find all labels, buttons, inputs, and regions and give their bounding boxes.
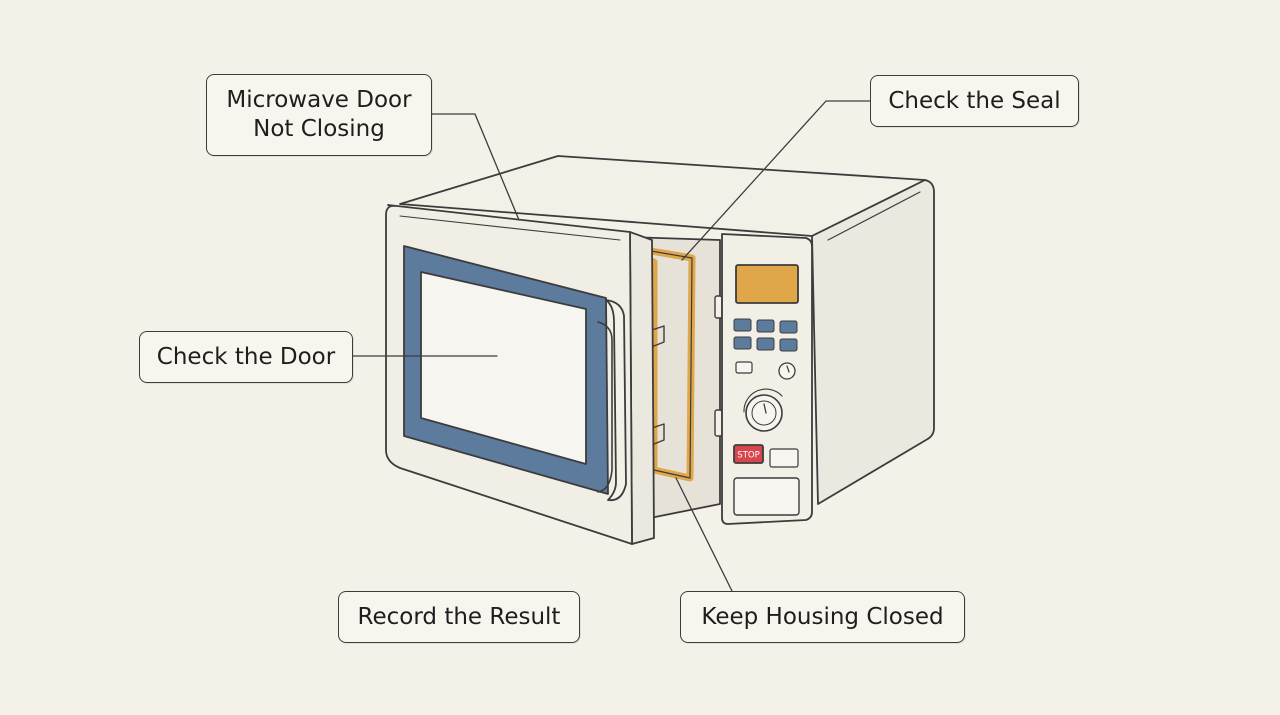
start-button <box>769 448 799 468</box>
title-line-2: Not Closing <box>253 116 385 142</box>
interlock-slot-lower <box>714 409 723 437</box>
interlock-slot-upper <box>714 295 723 319</box>
keep-housing-label: Keep Housing Closed <box>701 603 944 630</box>
leader-seal <box>681 100 871 261</box>
door-window-glass <box>420 271 587 465</box>
check-door-callout: Check the Door <box>139 331 353 383</box>
record-result-label: Record the Result <box>357 603 561 630</box>
stop-button-label: STOP <box>737 451 759 461</box>
cabinet-side-contour <box>827 191 921 241</box>
timer-dial <box>745 394 783 432</box>
leader-housing <box>675 477 733 592</box>
small-knob <box>778 362 796 380</box>
control-display <box>735 264 799 304</box>
door-release-button <box>733 477 800 516</box>
door-handle <box>605 299 627 502</box>
latch-hook-lower <box>651 423 665 445</box>
stop-button <box>733 444 764 464</box>
title-line-1: Microwave Door <box>226 87 412 113</box>
record-result-callout: Record the Result <box>338 591 580 643</box>
leader-title <box>431 113 520 221</box>
door-edge <box>629 231 655 545</box>
latch-hook-upper <box>651 325 665 347</box>
keep-housing-callout: Keep Housing Closed <box>680 591 965 643</box>
check-door-label: Check the Door <box>156 343 336 370</box>
title-callout: Microwave Door Not Closing <box>206 74 432 156</box>
cabinet-side <box>811 179 935 505</box>
keypad <box>733 318 798 352</box>
leader-lines <box>352 100 871 592</box>
check-seal-label: Check the Seal <box>888 87 1061 114</box>
check-seal-callout: Check the Seal <box>870 75 1079 127</box>
small-panel-button <box>735 361 753 374</box>
